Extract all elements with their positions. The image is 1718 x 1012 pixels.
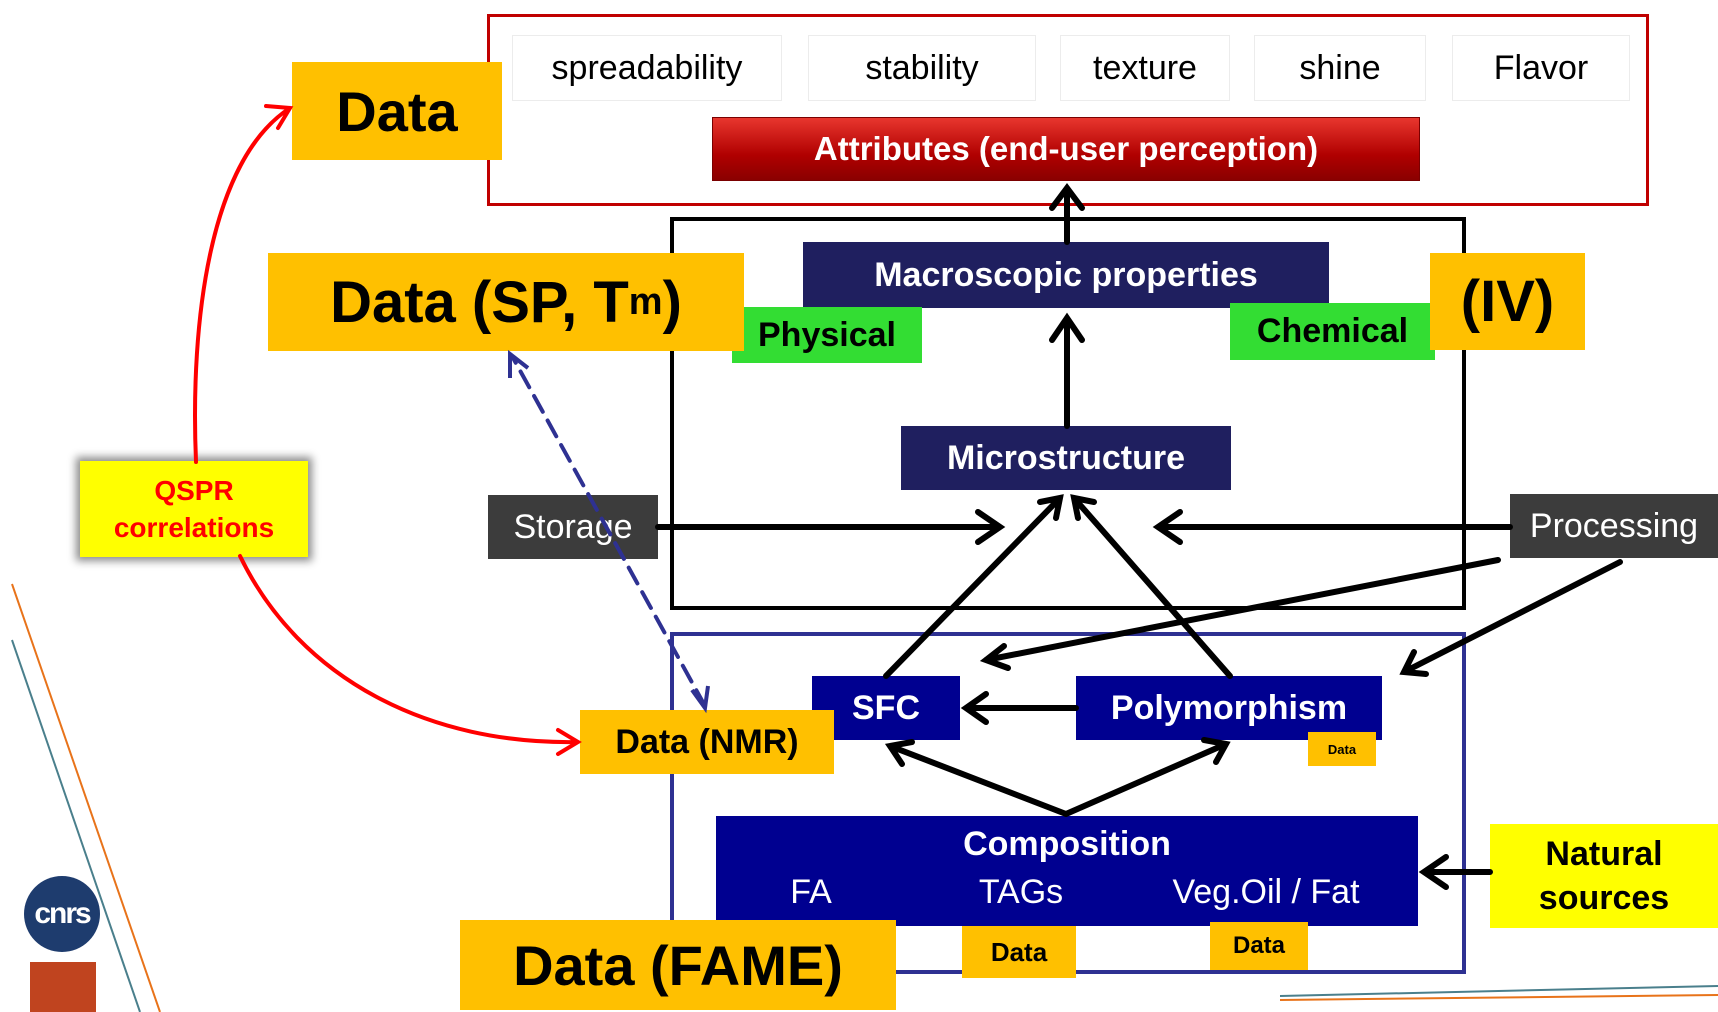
arrow-polymorphism-to-sfc [960, 691, 1079, 725]
cnrs-logo: cnrs [24, 876, 100, 952]
storage-box: Storage [488, 495, 658, 559]
decor-line-orange-bottom [1279, 994, 1718, 1001]
attribute-flavor: Flavor [1452, 35, 1630, 101]
composition-fa: FA [790, 872, 832, 911]
microstructure: Microstructure [901, 426, 1231, 490]
attribute-texture: texture [1060, 35, 1230, 101]
arrow-composition-to-sfc [884, 739, 1069, 817]
decor-line-teal-bottom [1279, 985, 1718, 997]
iv-box: (IV) [1430, 253, 1585, 350]
decor-line-teal-left [11, 639, 141, 1012]
data-sp-subscript: m [628, 280, 663, 323]
arrow-processing-to-sfc [979, 557, 1501, 671]
arrow-composition-to-polymorphism [1063, 737, 1231, 817]
arrow-dashed-nmr-sp [510, 354, 707, 708]
arrow-natural-to-composition [1418, 854, 1493, 890]
macroscopic-properties: Macroscopic properties [803, 242, 1329, 308]
attribute-shine: shine [1254, 35, 1426, 101]
arrow-processing-to-micro [1152, 509, 1513, 545]
arrow-sfc-to-micro [883, 494, 1064, 679]
data-top-box: Data [292, 62, 502, 160]
composition-tags: TAGs [978, 872, 1064, 911]
attribute-spreadability: spreadability [512, 35, 782, 101]
attributes-banner: Attributes (end-user perception) [712, 117, 1420, 181]
composition-title: Composition [963, 824, 1171, 863]
polymorphism-data-badge: Data [1308, 732, 1376, 766]
arrowhead-dashed-sp [508, 349, 530, 378]
university-seal-logo [30, 962, 96, 1012]
natural-sources-line2: sources [1538, 879, 1670, 917]
composition-veg-oil-fat: Veg.Oil / Fat [1172, 872, 1360, 911]
natural-sources-line1: Natural [1545, 835, 1663, 873]
physical-label: Physical [732, 307, 922, 363]
sfc-box: SFC [812, 676, 960, 740]
arrow-macro-to-attributes [1049, 183, 1085, 245]
composition-box: Composition FA TAGs Veg.Oil / Fat [716, 816, 1418, 926]
natural-sources-box: Natural sources [1490, 824, 1718, 928]
arrowhead-dashed-nmr [690, 685, 710, 714]
arrow-storage-to-micro [655, 509, 1006, 545]
qspr-correlations-box: QSPR correlations [80, 461, 308, 557]
data-nmr-box: Data (NMR) [580, 710, 834, 774]
qspr-line1: QSPR [154, 475, 234, 506]
arrow-qspr-to-data-top [193, 104, 294, 464]
attribute-stability: stability [808, 35, 1036, 101]
qspr-line2: correlations [113, 512, 275, 543]
arrow-processing-to-polymorphism [1399, 559, 1623, 677]
data-fame-box: Data (FAME) [460, 920, 896, 1010]
veg-data-badge: Data [1210, 922, 1308, 970]
arrow-polymorphism-to-micro [1070, 494, 1233, 679]
processing-box: Processing [1510, 494, 1718, 558]
data-sp-text: Data (SP, T [330, 269, 629, 335]
chemical-label: Chemical [1230, 303, 1435, 360]
decor-line-orange-left [11, 583, 161, 1012]
data-sp-close: ) [662, 269, 682, 335]
polymorphism-box: Polymorphism [1076, 676, 1382, 740]
tags-data-badge: Data [962, 926, 1076, 978]
arrow-micro-to-macro [1049, 312, 1085, 429]
arrow-qspr-to-data-nmr [238, 554, 582, 756]
